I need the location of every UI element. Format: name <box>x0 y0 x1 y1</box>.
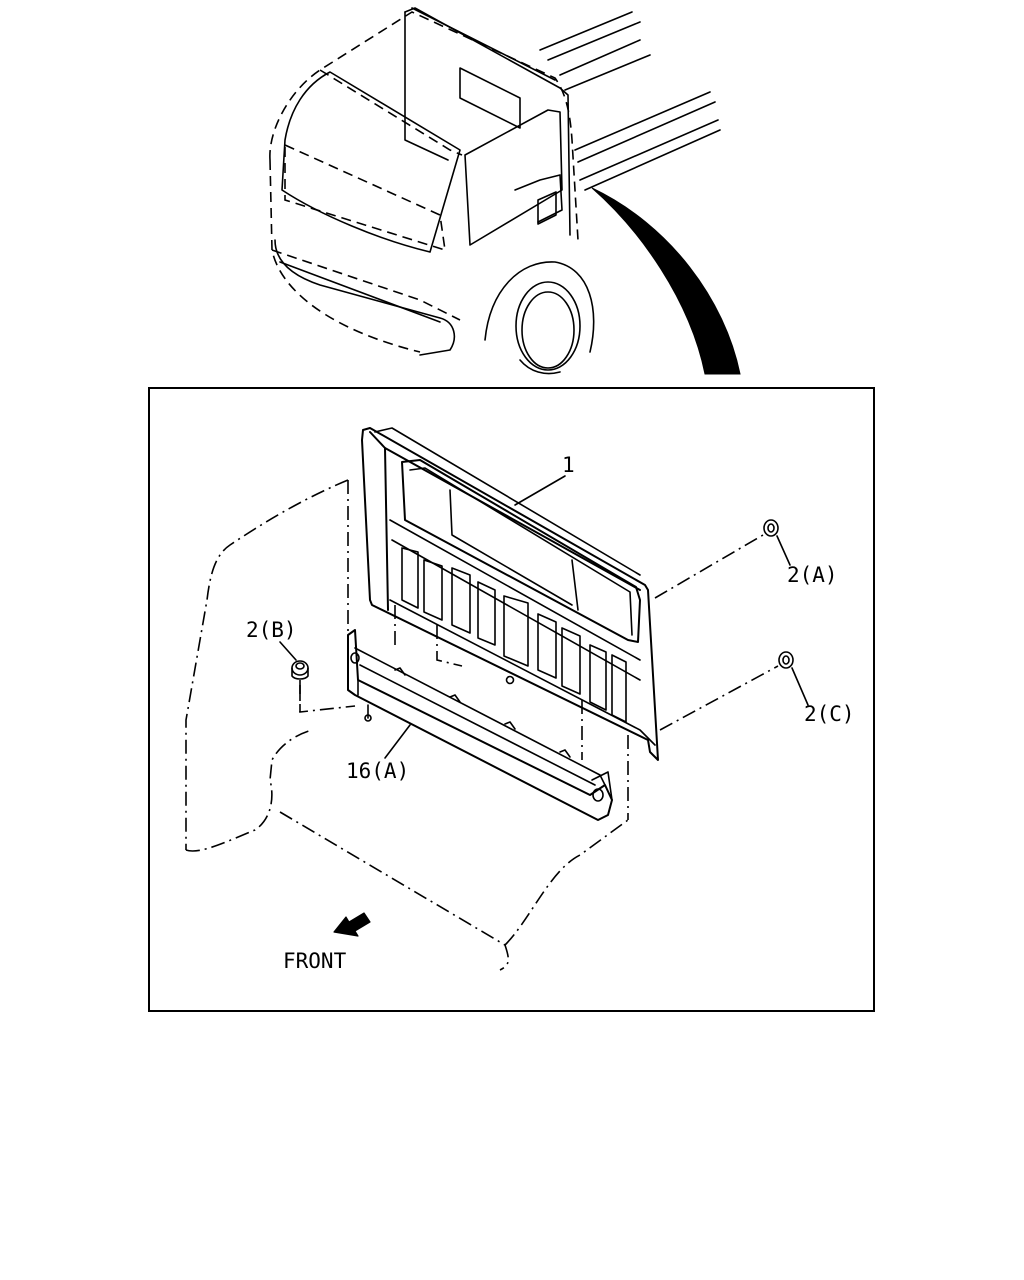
clip-2b <box>291 660 309 712</box>
detail-frame <box>148 387 875 1012</box>
front-direction-label: FRONT <box>283 949 347 973</box>
truck-overview <box>269 7 721 375</box>
callout-part-1: 1 <box>562 453 575 477</box>
arrow-down-left-icon <box>333 912 371 937</box>
clip-2c <box>659 651 794 731</box>
floor-outline <box>185 479 629 971</box>
leader-lines <box>279 475 809 759</box>
callout-part-16a: 16(A) <box>346 759 409 783</box>
rear-panel-part-1 <box>361 427 659 761</box>
callout-part-2a: 2(A) <box>787 563 838 587</box>
curved-pointer-icon <box>591 187 741 375</box>
callout-part-2b: 2(B) <box>246 618 297 642</box>
sill-part-16a <box>347 629 613 821</box>
clip-2a <box>654 519 779 599</box>
callout-part-2c: 2(C) <box>804 702 855 726</box>
